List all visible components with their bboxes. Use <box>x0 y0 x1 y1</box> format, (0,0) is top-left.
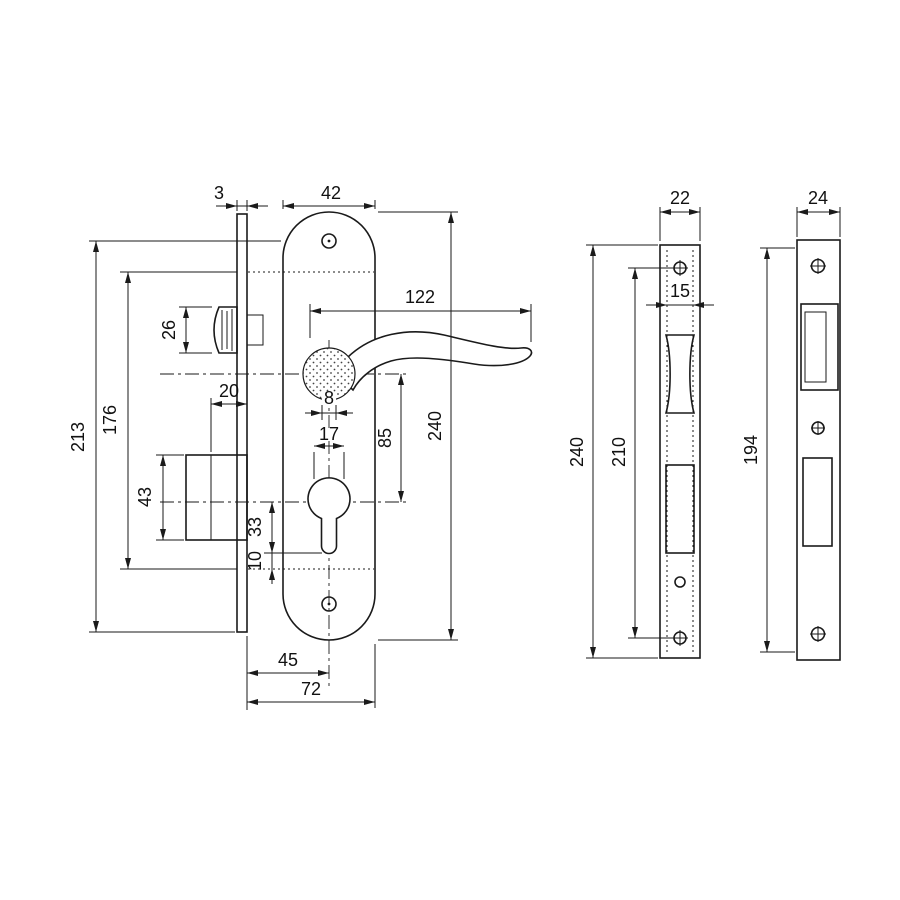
dim-backset: 45 <box>246 636 329 710</box>
center-lines <box>160 340 410 690</box>
dim-handle-to-cylinder: 85 <box>375 374 404 502</box>
dim-plate-height: 240 <box>378 211 458 641</box>
handle-rose <box>302 347 356 401</box>
dim-label-plate-width: 42 <box>321 183 341 203</box>
faceplate-front <box>659 244 701 659</box>
fp-deadbolt-opening <box>665 464 695 554</box>
dim-follower-depth: 20 <box>210 381 247 452</box>
dim-label-backset: 45 <box>278 650 298 670</box>
dim-label-follower-depth: 20 <box>219 381 239 401</box>
strike-view: 24 194 <box>741 188 841 661</box>
dim-body-height: 176 <box>100 271 237 570</box>
dim-cylinder-offset: 33 <box>245 502 322 554</box>
latch-tail <box>246 314 264 346</box>
lock-case <box>185 454 248 541</box>
handle-plate <box>282 211 376 641</box>
latch-bolt <box>213 306 264 354</box>
dim-fp-height: 240 <box>567 244 658 659</box>
dim-sp-height: 194 <box>741 247 795 653</box>
screw-hole-top <box>321 233 337 249</box>
fp-screw-hole-bottom <box>672 630 688 646</box>
dim-label-latch-height: 26 <box>159 320 179 340</box>
dim-label-case-depth: 72 <box>301 679 321 699</box>
dim-fp-width: 22 <box>659 188 701 241</box>
dim-label-body-height: 176 <box>100 405 120 435</box>
dim-fp-opening-width: 15 <box>646 281 714 308</box>
dim-label-sp-height: 194 <box>741 435 761 465</box>
hidden-body-lines <box>248 271 374 570</box>
sp-screw-hole-bottom <box>810 626 826 642</box>
euro-cylinder-keyhole <box>307 477 351 555</box>
door-handle-lever <box>343 331 533 392</box>
faceplate-view: 22 15 240 210 <box>567 188 714 659</box>
dim-label-spindle-size: 8 <box>324 388 334 408</box>
dim-label-sp-width: 24 <box>808 188 828 208</box>
dim-label-fp-screw-spacing: 210 <box>609 437 629 467</box>
strike-plate <box>796 239 841 661</box>
dim-label-case-height: 43 <box>135 487 155 507</box>
dim-case-height: 43 <box>135 454 184 541</box>
dim-label-handle-length: 122 <box>405 287 435 307</box>
dim-label-plate-height: 240 <box>425 411 445 441</box>
fp-latch-opening <box>664 334 696 414</box>
dim-label-fp-width: 22 <box>670 188 690 208</box>
dim-label-fp-opening-width: 15 <box>670 281 690 301</box>
dim-plate-width: 42 <box>282 183 376 209</box>
dim-label-faceplate-thickness: 3 <box>214 183 224 203</box>
dim-cylinder-width: 17 <box>313 424 345 479</box>
dim-label-cylinder-offset: 33 <box>245 517 265 537</box>
lock-faceplate-side <box>236 213 248 633</box>
screw-hole-bottom <box>321 596 337 612</box>
dim-sp-width: 24 <box>796 188 841 237</box>
sp-deadbolt-opening <box>802 457 833 547</box>
dim-handle-length: 122 <box>309 287 532 342</box>
dim-label-handle-to-cylinder: 85 <box>375 428 395 448</box>
fp-small-hole <box>674 576 686 588</box>
dim-spindle-size: 8 <box>305 388 353 420</box>
dim-fp-screw-spacing: 210 <box>609 267 672 639</box>
sp-latch-opening <box>800 303 839 391</box>
sp-screw-hole-top <box>810 258 826 274</box>
dim-label-bottom-offset: 10 <box>245 551 265 571</box>
dim-latch-height: 26 <box>159 306 212 354</box>
dim-label-cylinder-width: 17 <box>319 424 339 444</box>
dim-bottom-offset: 10 <box>245 551 275 584</box>
dim-label-overall-height: 213 <box>68 422 88 452</box>
main-view: 3 42 122 26 20 213 <box>68 183 533 710</box>
dim-case-depth: 72 <box>247 644 376 708</box>
dim-label-fp-height: 240 <box>567 437 587 467</box>
fp-screw-hole-top <box>672 260 688 276</box>
dim-faceplate-thickness: 3 <box>214 183 268 211</box>
sp-screw-hole-middle <box>811 421 825 435</box>
dim-overall-height: 213 <box>68 240 281 633</box>
